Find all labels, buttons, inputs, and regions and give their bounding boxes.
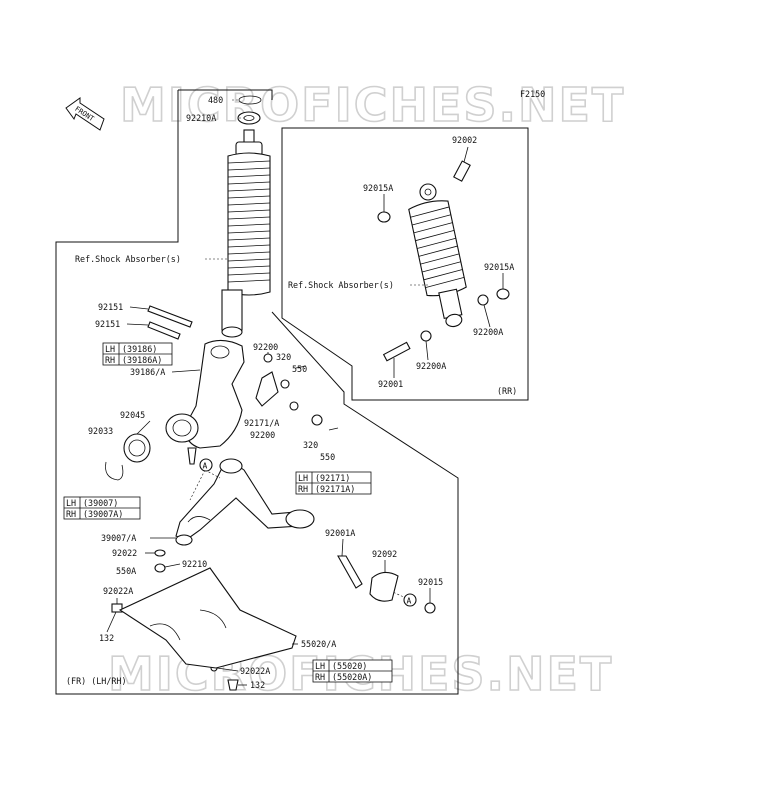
label-92200A-right: 92200A bbox=[473, 327, 503, 337]
guard-lh-side: LH bbox=[315, 661, 325, 671]
label-92001: 92001 bbox=[378, 379, 403, 389]
label-92022: 92022 bbox=[112, 548, 137, 558]
rear-shock-absorber bbox=[377, 160, 510, 362]
wheel-bearing bbox=[123, 433, 151, 463]
a-arm bbox=[175, 458, 315, 546]
label-92022A-a: 92022A bbox=[103, 586, 133, 596]
label-550-b: 550 bbox=[320, 452, 335, 462]
leader-lines bbox=[106, 146, 504, 686]
label-92001A: 92001A bbox=[325, 528, 355, 538]
guard-lh-part: (55020) bbox=[332, 661, 367, 671]
rear-tag: (RR) bbox=[497, 386, 517, 396]
label-92151-a: 92151 bbox=[98, 302, 123, 312]
svg-text:A: A bbox=[203, 462, 208, 471]
label-92092: 92092 bbox=[372, 549, 397, 559]
arm-rh-part: (39007A) bbox=[83, 509, 123, 519]
bracket-hardware bbox=[255, 353, 339, 431]
front-shock-absorber bbox=[221, 95, 271, 338]
knuckle-lh-part: (39186) bbox=[122, 344, 157, 354]
label-92015A-right: 92015A bbox=[484, 262, 514, 272]
guard-rh-part: (55020A) bbox=[332, 672, 372, 682]
label-92033: 92033 bbox=[88, 426, 113, 436]
arm-bolt-bushing bbox=[337, 555, 436, 614]
label-39186A: 39186/A bbox=[130, 367, 165, 377]
front-arrow-icon: FRONT bbox=[65, 97, 105, 131]
label-480: 480 bbox=[208, 95, 223, 105]
bracket-table: LH (92171) RH (92171A) bbox=[295, 471, 372, 495]
arm-lh-part: (39007) bbox=[83, 498, 118, 508]
knuckle-lh-side: LH bbox=[105, 344, 115, 354]
bracket-lh-side: LH bbox=[298, 473, 308, 483]
label-550-a: 550 bbox=[292, 364, 307, 374]
svg-text:A: A bbox=[407, 597, 412, 606]
watermark-top: MICROFICHES.NET bbox=[120, 78, 625, 132]
arm-table: LH (39007) RH (39007A) bbox=[63, 496, 141, 520]
front-tag: (FR) (LH/RH) bbox=[66, 676, 127, 686]
label-550A: 550A bbox=[116, 566, 136, 576]
arm-rh-side: RH bbox=[66, 509, 76, 519]
guard-plate bbox=[118, 567, 297, 669]
label-92045: 92045 bbox=[120, 410, 145, 420]
guard-rh-side: RH bbox=[315, 672, 325, 682]
label-92022A-b: 92022A bbox=[240, 666, 270, 676]
bracket-rh-part: (92171A) bbox=[315, 484, 355, 494]
guard-table: LH (55020) RH (55020A) bbox=[312, 659, 393, 683]
arm-lh-side: LH bbox=[66, 498, 76, 508]
circlip bbox=[105, 461, 124, 481]
knuckle-table: LH (39186) RH (39186A) bbox=[102, 342, 173, 366]
label-92015A-top: 92015A bbox=[363, 183, 393, 193]
label-92210: 92210 bbox=[182, 559, 207, 569]
rear-frame-outline bbox=[281, 127, 529, 401]
label-92200-a: 92200 bbox=[253, 342, 278, 352]
label-320-a: 320 bbox=[276, 352, 291, 362]
label-92200-b: 92200 bbox=[250, 430, 275, 440]
bracket-lh-part: (92171) bbox=[315, 473, 350, 483]
knuckle-rh-part: (39186A) bbox=[122, 355, 162, 365]
front-shock-spring bbox=[227, 152, 271, 296]
ref-shock-left-label: Ref.Shock Absorber(s) bbox=[75, 254, 181, 264]
ref-shock-right-label: Ref.Shock Absorber(s) bbox=[288, 280, 394, 290]
label-92002: 92002 bbox=[452, 135, 477, 145]
label-92015: 92015 bbox=[418, 577, 443, 587]
label-320-b: 320 bbox=[303, 440, 318, 450]
label-132-b: 132 bbox=[250, 680, 265, 690]
label-92210A: 92210A bbox=[186, 113, 216, 123]
label-55020A: 55020/A bbox=[301, 639, 336, 649]
knuckle-assembly bbox=[165, 339, 245, 465]
label-92171A: 92171/A bbox=[244, 418, 279, 428]
bolts-92151 bbox=[147, 305, 193, 340]
diagram-code: F2150 bbox=[520, 89, 545, 99]
marker-a-upper: A bbox=[199, 458, 213, 472]
knuckle-rh-side: RH bbox=[105, 355, 115, 365]
label-39007A: 39007/A bbox=[101, 533, 136, 543]
marker-a-lower: A bbox=[403, 593, 417, 607]
bracket-rh-side: RH bbox=[298, 484, 308, 494]
label-92200A-bottom: 92200A bbox=[416, 361, 446, 371]
label-132-a: 132 bbox=[99, 633, 114, 643]
label-92151-b: 92151 bbox=[95, 319, 120, 329]
